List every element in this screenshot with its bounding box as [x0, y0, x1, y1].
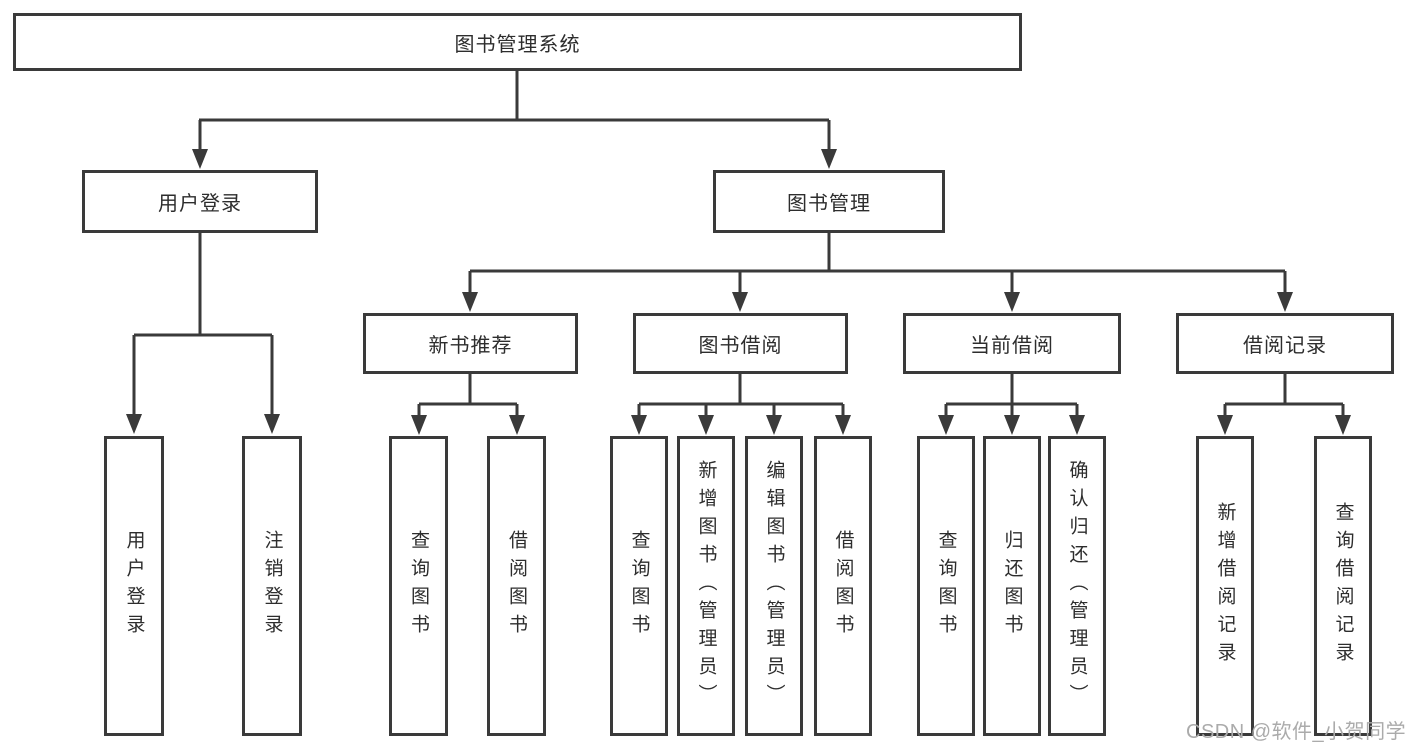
arrowhead — [1069, 415, 1085, 435]
leaf-add-book-admin: 新增图书（管理员） — [677, 436, 735, 736]
leaf-borrow-books-recommend: 借阅图书 — [487, 436, 546, 736]
node-label: 查询图书 — [408, 530, 429, 642]
node-label: 用户登录 — [123, 530, 145, 642]
node-label: 当前借阅 — [970, 335, 1054, 357]
node-label: 图书管理系统 — [454, 33, 581, 56]
connector-user-login — [132, 233, 274, 416]
arrowhead — [1004, 415, 1020, 435]
node-current-borrow: 当前借阅 — [903, 313, 1121, 374]
arrowhead — [938, 415, 954, 435]
arrowhead — [1277, 292, 1293, 312]
arrowhead — [1335, 415, 1351, 435]
leaf-query-books-recommend: 查询图书 — [389, 436, 448, 736]
node-label: 新增借阅记录 — [1214, 502, 1236, 670]
arrowhead — [126, 414, 142, 434]
node-label: 借阅图书 — [506, 530, 527, 642]
node-borrow-records: 借阅记录 — [1176, 313, 1394, 374]
node-label: 查询图书 — [628, 530, 650, 642]
leaf-return-book: 归还图书 — [983, 436, 1041, 736]
connector-borrow-records — [1223, 373, 1345, 418]
node-book-borrow: 图书借阅 — [633, 313, 848, 374]
connector-root — [198, 71, 831, 150]
node-label: 编辑图书（管理员） — [763, 460, 785, 712]
node-label: 归还图书 — [1001, 530, 1023, 642]
leaf-edit-book-admin: 编辑图书（管理员） — [745, 436, 803, 736]
connector-book-borrow — [637, 373, 845, 418]
node-label: 新书推荐 — [428, 335, 513, 357]
leaf-add-borrow-record: 新增借阅记录 — [1196, 436, 1254, 736]
node-label: 用户登录 — [158, 193, 242, 215]
leaf-query-books-current: 查询图书 — [917, 436, 975, 736]
arrowhead — [821, 149, 837, 169]
connector-current-borrow — [944, 373, 1079, 418]
arrowhead — [732, 292, 748, 312]
arrowhead — [1004, 292, 1020, 312]
arrowhead — [766, 415, 782, 435]
leaf-query-books-borrow: 查询图书 — [610, 436, 668, 736]
node-label: 图书借阅 — [698, 335, 783, 357]
node-label: 注销登录 — [261, 530, 283, 642]
node-system-root: 图书管理系统 — [13, 13, 1022, 71]
leaf-logout: 注销登录 — [242, 436, 302, 736]
arrowhead — [192, 149, 208, 169]
node-user-login: 用户登录 — [82, 170, 318, 233]
node-label: 新增图书（管理员） — [695, 460, 717, 712]
node-label: 查询图书 — [935, 530, 957, 642]
arrowhead — [509, 415, 525, 435]
arrowhead — [698, 415, 714, 435]
arrowhead — [462, 292, 478, 312]
leaf-user-login: 用户登录 — [104, 436, 164, 736]
node-label: 确认归还（管理员） — [1066, 460, 1088, 712]
leaf-confirm-return-admin: 确认归还（管理员） — [1048, 436, 1106, 736]
node-new-book-recommend: 新书推荐 — [363, 313, 578, 374]
leaf-query-borrow-record: 查询借阅记录 — [1314, 436, 1372, 736]
node-label: 借阅图书 — [832, 530, 854, 642]
node-label: 图书管理 — [787, 193, 871, 215]
arrowhead — [835, 415, 851, 435]
arrowhead — [1217, 415, 1233, 435]
watermark: CSDN @软件_小贺同学 — [1186, 721, 1405, 743]
leaf-borrow-books: 借阅图书 — [814, 436, 872, 736]
node-label: 查询借阅记录 — [1332, 502, 1354, 670]
node-label: 借阅记录 — [1243, 335, 1327, 357]
connector-book-management — [468, 233, 1287, 294]
arrowhead — [631, 415, 647, 435]
connector-new-book — [417, 373, 519, 418]
node-book-management: 图书管理 — [713, 170, 945, 233]
arrowhead — [264, 414, 280, 434]
arrowhead — [411, 415, 427, 435]
